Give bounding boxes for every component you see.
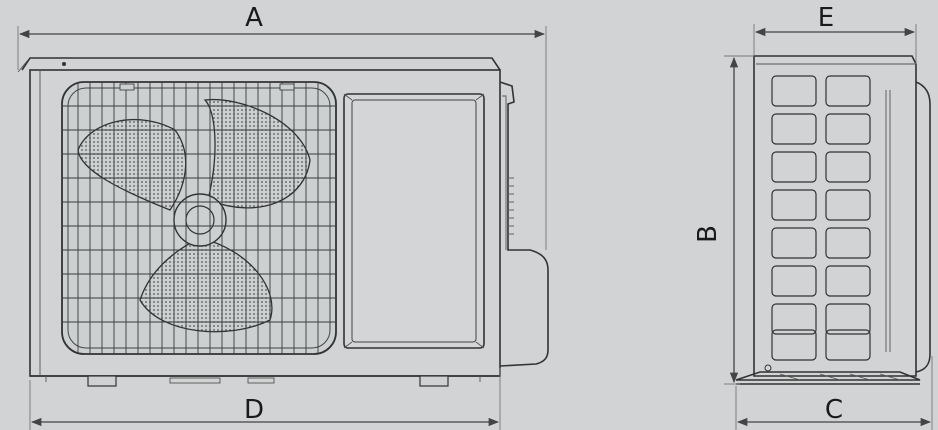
dimension-c: C <box>735 356 933 430</box>
service-panel <box>499 81 549 367</box>
dimension-d: D <box>29 368 501 430</box>
dimension-b: B <box>693 55 754 385</box>
fan-grill <box>61 81 337 355</box>
dimension-e: E <box>753 3 917 64</box>
dimension-b-label: B <box>693 225 723 243</box>
dimension-a: A <box>17 3 547 250</box>
top-lid <box>21 57 501 71</box>
dimension-a-label: A <box>245 3 263 33</box>
side-coil-cover <box>915 81 931 373</box>
front-access-panel <box>343 93 485 349</box>
fan-blades <box>77 98 311 333</box>
side-louvers <box>771 75 871 361</box>
dimension-c-label: C <box>825 395 843 425</box>
front-view: A D <box>17 3 549 430</box>
side-vents <box>508 177 514 235</box>
dimension-e-label: E <box>818 3 834 33</box>
base-feet <box>30 375 500 387</box>
side-view: E B C <box>693 3 933 430</box>
side-body <box>753 55 917 377</box>
side-base <box>735 364 921 385</box>
dimension-d-label: D <box>244 395 264 425</box>
